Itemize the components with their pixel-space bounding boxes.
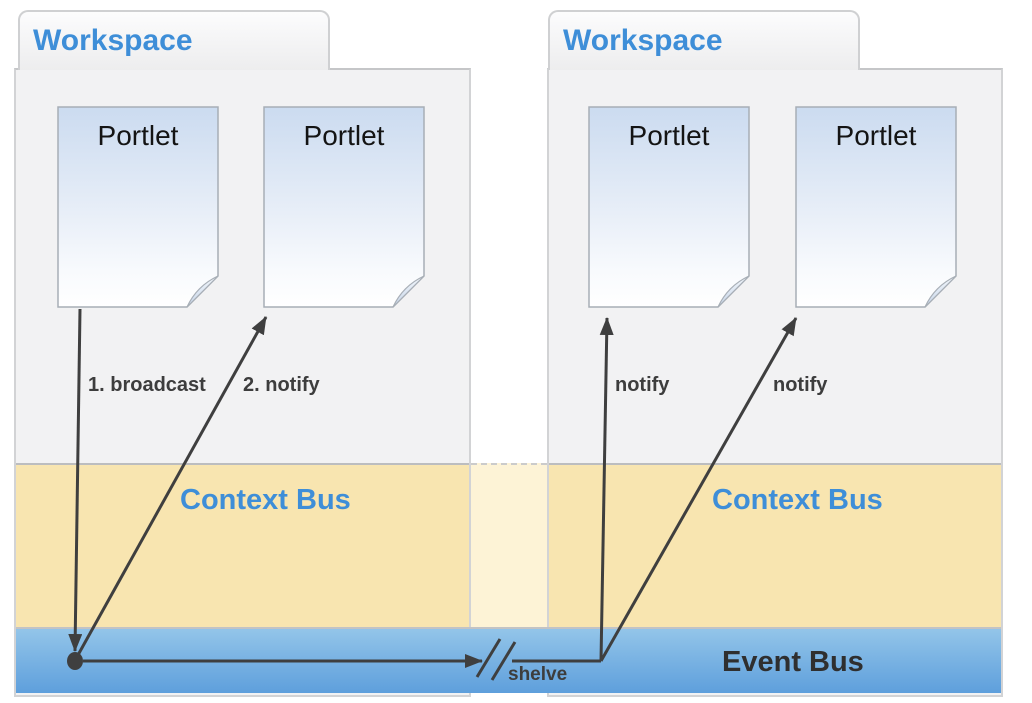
document-page-icon bbox=[795, 106, 957, 308]
broadcast-label: 1. broadcast bbox=[88, 374, 206, 396]
document-page-icon bbox=[57, 106, 219, 308]
workspace-title-left: Workspace bbox=[33, 24, 193, 57]
portlet-right-1: Portlet bbox=[588, 106, 750, 308]
shelve-label: shelve bbox=[508, 664, 568, 685]
event-bus-label: Event Bus bbox=[722, 646, 864, 678]
portlet-label: Portlet bbox=[97, 120, 179, 151]
document-page-icon bbox=[263, 106, 425, 308]
portlet-right-2: Portlet bbox=[795, 106, 957, 308]
portlet-label: Portlet bbox=[628, 120, 710, 151]
notify-label-right: notify bbox=[773, 374, 828, 396]
portlet-label: Portlet bbox=[303, 120, 385, 151]
workspace-tab-right: Workspace bbox=[548, 10, 860, 70]
context-bus-label-right: Context Bus bbox=[712, 484, 883, 516]
document-page-icon bbox=[588, 106, 750, 308]
context-bus-label-left: Context Bus bbox=[180, 484, 351, 516]
portlet-left-2: Portlet bbox=[263, 106, 425, 308]
portlet-label: Portlet bbox=[835, 120, 917, 151]
notify2-label: 2. notify bbox=[243, 374, 320, 396]
notify-label-left: notify bbox=[615, 374, 670, 396]
workspace-tab-left: Workspace bbox=[18, 10, 330, 70]
portlet-left-1: Portlet bbox=[57, 106, 219, 308]
workspace-title-right: Workspace bbox=[563, 24, 723, 57]
context-bus-gap bbox=[471, 463, 547, 627]
